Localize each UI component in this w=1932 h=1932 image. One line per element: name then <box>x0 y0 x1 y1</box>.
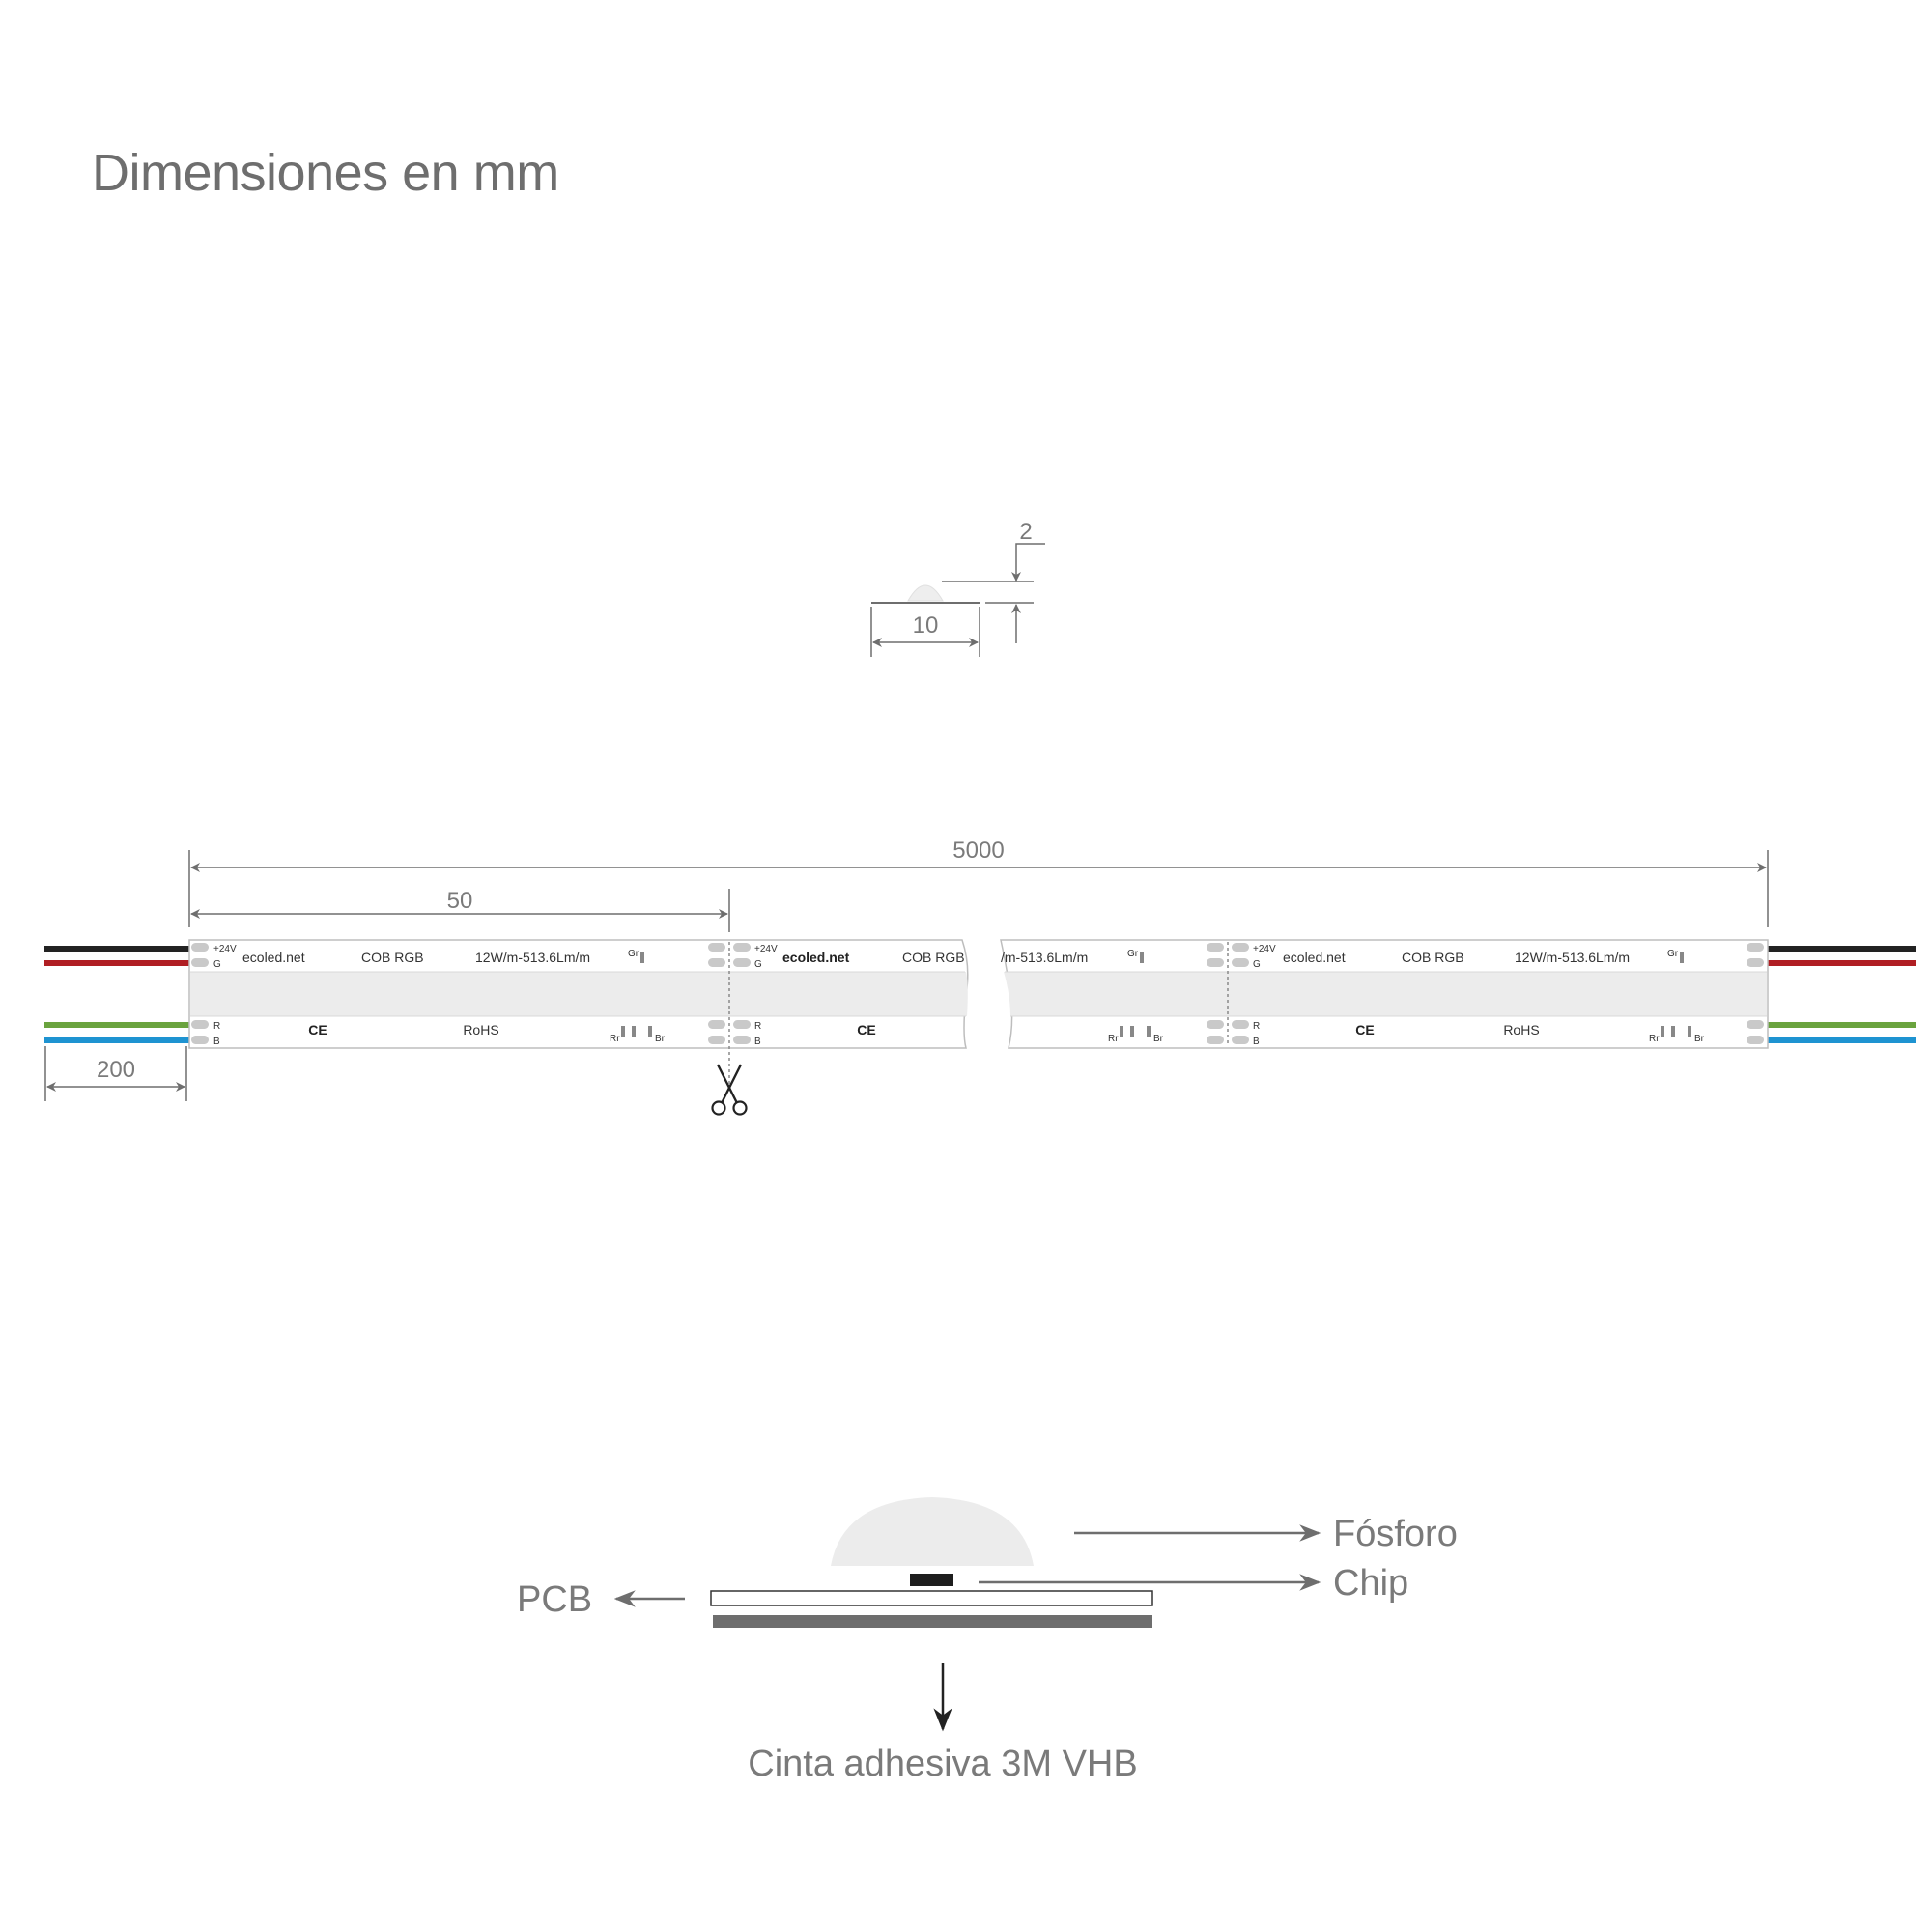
svg-text:Rr: Rr <box>1108 1034 1119 1044</box>
adhesive-tape-layer <box>713 1615 1152 1628</box>
svg-text:B: B <box>754 1037 761 1047</box>
profile-height-arrow-top <box>1011 543 1045 582</box>
svg-text:+24V: +24V <box>213 944 237 954</box>
svg-text:12W/m-513.6Lm/m: 12W/m-513.6Lm/m <box>1515 950 1630 965</box>
cable-length-label: 200 <box>97 1057 135 1083</box>
strip-dimensions: 5000 50 200 <box>44 838 1769 1101</box>
svg-text:G: G <box>754 959 762 970</box>
svg-text:/m-513.6Lm/m: /m-513.6Lm/m <box>1001 950 1088 965</box>
strip-segment-partial: /m-513.6Lm/m Gr Rr Br <box>1001 949 1164 1044</box>
strip-segment-2: +24V G R B ecoled.net COB RGB CE <box>754 944 965 1047</box>
strip-segment-last: +24V G R B ecoled.net COB RGB 12W/m-513.… <box>1253 944 1705 1047</box>
profile-phosphor-dome <box>907 584 944 602</box>
type-label: COB RGB <box>361 950 424 965</box>
svg-text:Br: Br <box>1694 1034 1705 1044</box>
svg-text:Rr: Rr <box>1649 1034 1660 1044</box>
solder-pads <box>191 943 1764 1044</box>
svg-text:B: B <box>1253 1037 1260 1047</box>
strip-left-section <box>188 939 969 1049</box>
ce-mark: CE <box>308 1022 327 1037</box>
svg-text:B: B <box>213 1037 220 1047</box>
svg-text:R: R <box>213 1021 220 1032</box>
strip-segment-1: +24V G R B ecoled.net COB RGB 12W/m-513.… <box>213 944 666 1047</box>
scissors-icon <box>711 1064 748 1116</box>
svg-text:+24V: +24V <box>754 944 778 954</box>
svg-text:CE: CE <box>857 1022 875 1037</box>
page-title: Dimensiones en mm <box>92 144 559 202</box>
svg-text:CE: CE <box>1355 1022 1374 1037</box>
profile-detail: 10 2 <box>870 519 1045 657</box>
svg-text:G: G <box>1253 959 1261 970</box>
cross-section: Fósforo Chip PCB Cinta adhesiva 3M VHB <box>517 1497 1458 1784</box>
svg-text:Rr: Rr <box>610 1034 620 1044</box>
strip-right-section <box>1000 939 1769 1049</box>
svg-text:ecoled.net: ecoled.net <box>1283 950 1346 965</box>
profile-width-label: 10 <box>913 612 939 639</box>
tape-label: Cinta adhesiva 3M VHB <box>748 1744 1137 1784</box>
svg-text:+24V: +24V <box>1253 944 1276 954</box>
chip-block <box>910 1574 953 1586</box>
phosphor-dome <box>831 1497 1034 1566</box>
pcb-layer <box>710 1590 1153 1606</box>
svg-text:Gr: Gr <box>1667 949 1679 959</box>
svg-text:RoHS: RoHS <box>1503 1022 1539 1037</box>
spec-label: 12W/m-513.6Lm/m <box>475 950 590 965</box>
total-length-label: 5000 <box>952 838 1004 864</box>
wires <box>44 946 1916 1043</box>
profile-height-label: 2 <box>1019 519 1032 545</box>
svg-text:Br: Br <box>1153 1034 1164 1044</box>
svg-text:R: R <box>754 1021 761 1032</box>
chip-label: Chip <box>1333 1563 1408 1604</box>
svg-text:Gr: Gr <box>1127 949 1139 959</box>
svg-text:Gr: Gr <box>628 949 639 959</box>
svg-text:COB RGB: COB RGB <box>1402 950 1464 965</box>
phosphor-label: Fósforo <box>1333 1514 1458 1554</box>
svg-text:ecoled.net: ecoled.net <box>782 950 850 965</box>
rohs-mark: RoHS <box>463 1022 498 1037</box>
brand-label: ecoled.net <box>242 950 305 965</box>
pcb-label: PCB <box>517 1579 592 1620</box>
svg-text:COB RGB: COB RGB <box>902 950 965 965</box>
svg-text:G: G <box>213 959 221 970</box>
cut-interval-label: 50 <box>447 888 473 914</box>
svg-text:Br: Br <box>655 1034 666 1044</box>
svg-text:R: R <box>1253 1021 1260 1032</box>
